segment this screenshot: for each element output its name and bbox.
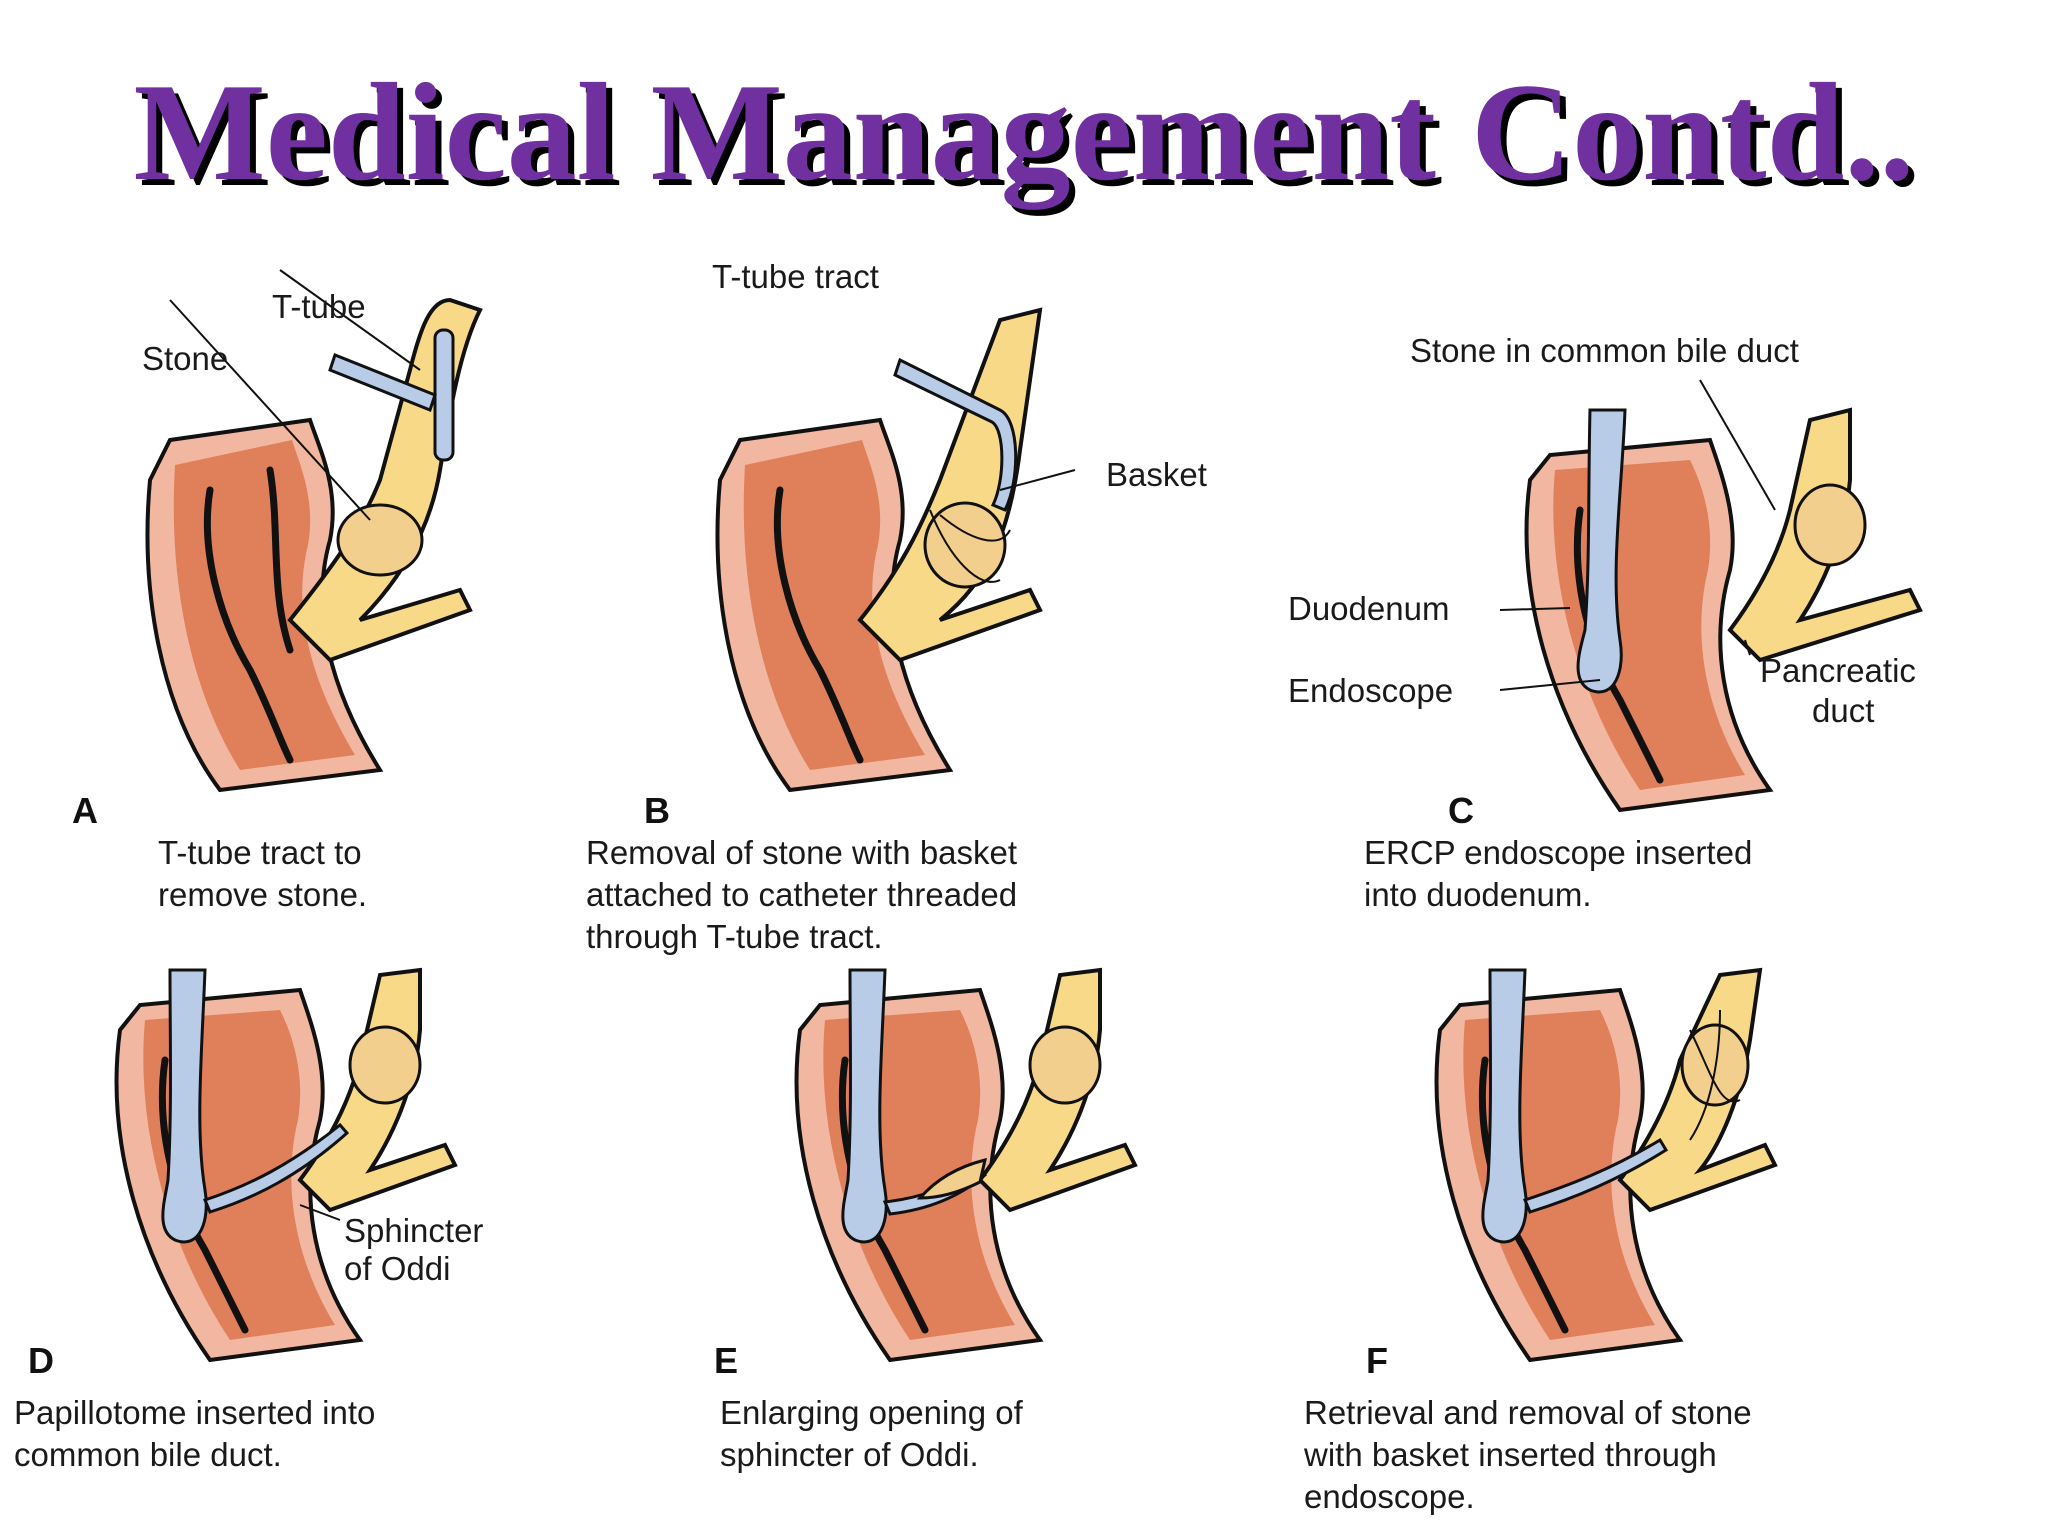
label-sphincter: Sphincter <box>344 1212 484 1249</box>
illustration-a <box>145 269 483 793</box>
panel-letter-f: F <box>1366 1340 1388 1381</box>
illustration-b <box>715 307 1076 793</box>
panel-letter-d: D <box>28 1340 54 1381</box>
panel-letter-e: E <box>714 1340 739 1381</box>
illustration-f <box>1434 967 1778 1363</box>
panel-letter-a: A <box>72 790 98 831</box>
illustration-e <box>794 967 1138 1363</box>
slide-title: Medical Management Contd.. <box>133 55 1915 210</box>
panel-letter-c: C <box>1448 790 1474 831</box>
panel-letter-b: B <box>644 790 670 831</box>
label-basket: Basket <box>1106 456 1207 493</box>
illustration-c <box>1499 379 1923 813</box>
label-stone-in-cbd: Stone in common bile duct <box>1410 332 1799 369</box>
label-endoscope: Endoscope <box>1288 672 1454 709</box>
label-of-oddi: of Oddi <box>344 1250 451 1287</box>
label-stone: Stone <box>142 340 229 377</box>
illustration-d <box>114 967 458 1363</box>
label-duodenum: Duodenum <box>1288 590 1450 627</box>
label-pancreatic: Pancreatic <box>1760 652 1916 689</box>
label-t-tube-tract: T-tube tract <box>712 258 879 295</box>
label-duct: duct <box>1812 692 1875 729</box>
label-t-tube: T-tube <box>272 288 366 325</box>
